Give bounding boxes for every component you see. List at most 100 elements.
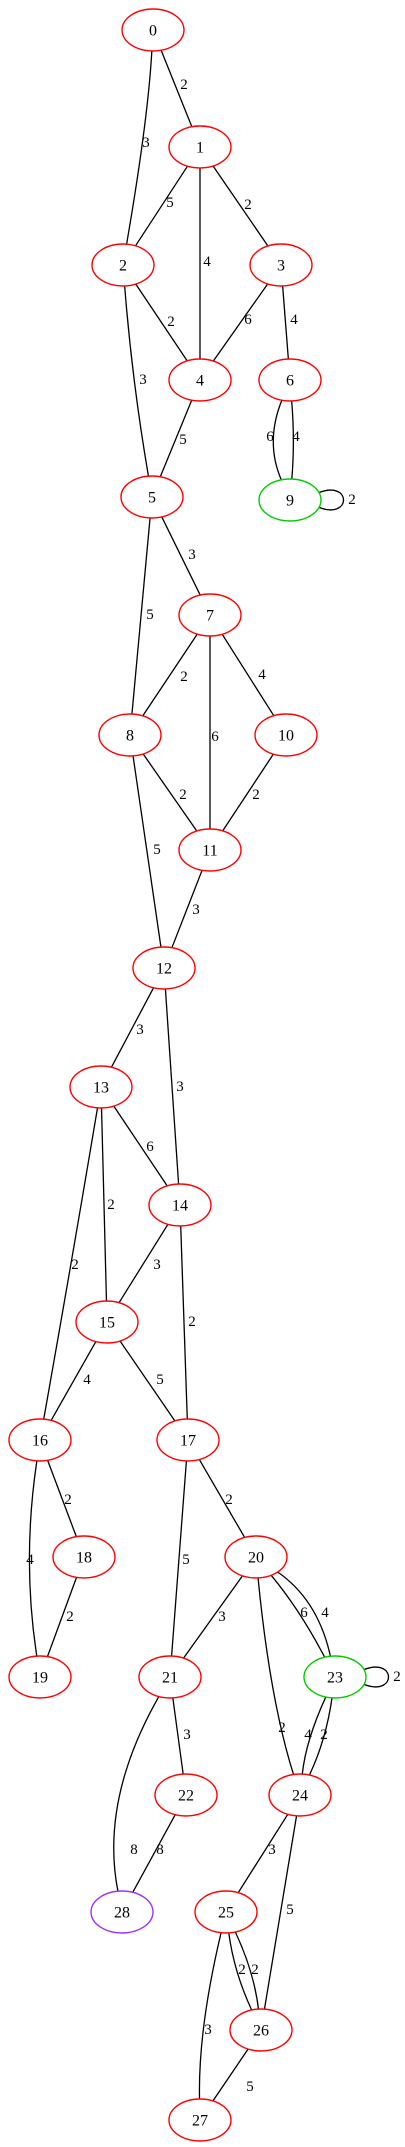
edge-weight-label: 8 <box>156 1842 164 1858</box>
edge-weight-label: 3 <box>218 1609 226 1625</box>
edge-26-27 <box>212 2048 249 2102</box>
edge-weight-label: 3 <box>153 1257 161 1273</box>
edge-2-4 <box>135 283 188 362</box>
node-25: 25 <box>194 1890 258 1934</box>
edge-weight-label: 3 <box>136 1022 144 1038</box>
edge-weight-label: 3 <box>183 1727 191 1743</box>
edge-weight-label: 6 <box>211 729 219 745</box>
node-1: 1 <box>168 125 232 169</box>
edge-weight-label: 2 <box>64 1492 72 1508</box>
node-ellipse <box>156 1418 220 1462</box>
edge-weight-label: 6 <box>300 1605 308 1621</box>
edge-23-24 <box>301 1696 327 1775</box>
edge-weight-label: 4 <box>321 1605 329 1621</box>
edge-weight-label: 5 <box>286 1902 294 1918</box>
edge-10-11 <box>222 753 274 832</box>
edge-16-19 <box>28 1460 38 1657</box>
edge-23-23 <box>362 1666 389 1688</box>
node-label: 0 <box>149 23 157 40</box>
edge-weight-label: 2 <box>348 492 356 508</box>
edge-weight-label: 2 <box>180 77 188 93</box>
node-label: 28 <box>114 1905 130 1922</box>
edge-13-15 <box>100 1107 108 1302</box>
node-14: 14 <box>148 1183 212 1227</box>
edge-5-7 <box>161 516 201 596</box>
node-16: 16 <box>8 1418 72 1462</box>
edge-weight-label: 2 <box>251 1962 259 1978</box>
edge-weight-label: 3 <box>142 135 150 151</box>
node-21: 21 <box>138 1655 202 1699</box>
edge-weight-label: 5 <box>246 2079 254 2095</box>
node-ellipse <box>168 2098 232 2142</box>
edge-weight-label: 5 <box>179 432 187 448</box>
node-ellipse <box>91 243 155 287</box>
node-ellipse <box>258 478 322 522</box>
node-ellipse <box>229 2008 293 2052</box>
node-ellipse <box>132 946 196 990</box>
edge-1-3 <box>212 165 269 247</box>
node-24: 24 <box>268 1773 332 1817</box>
node-ellipse <box>148 1183 212 1227</box>
edge-20-24 <box>257 1577 295 1775</box>
edge-weight-label: 6 <box>146 1139 154 1155</box>
node-label: 23 <box>327 1670 343 1687</box>
edge-23-24 <box>308 1697 333 1776</box>
edge-weight-label: 2 <box>107 1197 115 1213</box>
node-23: 23 <box>303 1655 367 1699</box>
node-10: 10 <box>254 713 318 757</box>
edge-weight-label: 2 <box>393 1669 401 1685</box>
node-label: 19 <box>32 1670 48 1687</box>
node-label: 5 <box>148 490 156 507</box>
edge-14-17 <box>180 1225 188 1420</box>
node-label: 3 <box>277 258 285 275</box>
node-label: 6 <box>286 373 294 390</box>
edge-12-13 <box>110 987 155 1068</box>
edges-layer <box>28 50 389 2102</box>
node-ellipse <box>194 1890 258 1934</box>
node-label: 15 <box>99 1315 115 1332</box>
edge-weight-label: 2 <box>252 787 260 803</box>
node-19: 19 <box>8 1655 72 1699</box>
node-ellipse <box>75 1300 139 1344</box>
edge-weight-label: 5 <box>156 1372 164 1388</box>
edge-weight-label: 4 <box>304 1727 312 1743</box>
edge-weight-label: 5 <box>146 607 154 623</box>
edge-5-8 <box>131 517 151 715</box>
edge-9-9 <box>317 489 344 511</box>
node-ellipse <box>303 1655 367 1699</box>
node-12: 12 <box>132 946 196 990</box>
edge-18-19 <box>46 1577 78 1657</box>
node-ellipse <box>138 1655 202 1699</box>
node-20: 20 <box>224 1535 288 1579</box>
edge-weight-label: 3 <box>176 1079 184 1095</box>
edge-25-26 <box>234 1931 260 2010</box>
edge-6-9 <box>291 400 295 480</box>
edge-11-12 <box>171 870 203 948</box>
edge-13-16 <box>43 1107 99 1420</box>
edge-weight-label: 3 <box>268 1842 276 1858</box>
node-ellipse <box>154 1773 218 1817</box>
node-label: 16 <box>32 1433 48 1450</box>
node-label: 4 <box>196 373 204 390</box>
node-label: 1 <box>196 140 204 157</box>
node-ellipse <box>249 243 313 287</box>
edge-weight-label: 5 <box>153 842 161 858</box>
edge-weight-label: 2 <box>180 669 188 685</box>
edge-24-25 <box>237 1813 289 1894</box>
edge-20-23 <box>277 1571 332 1657</box>
node-label: 11 <box>202 843 217 860</box>
node-label: 24 <box>292 1788 308 1805</box>
edge-4-5 <box>159 399 193 478</box>
node-label: 9 <box>286 493 294 510</box>
node-label: 21 <box>162 1670 178 1687</box>
edge-weight-label: 4 <box>292 429 300 445</box>
edge-8-12 <box>132 755 162 948</box>
node-27: 27 <box>168 2098 232 2142</box>
node-11: 11 <box>178 828 242 872</box>
edge-14-15 <box>118 1223 169 1304</box>
node-ellipse <box>98 713 162 757</box>
node-label: 8 <box>126 728 134 745</box>
edge-weight-label: 2 <box>278 1720 286 1736</box>
edge-weight-label: 2 <box>320 1727 328 1743</box>
